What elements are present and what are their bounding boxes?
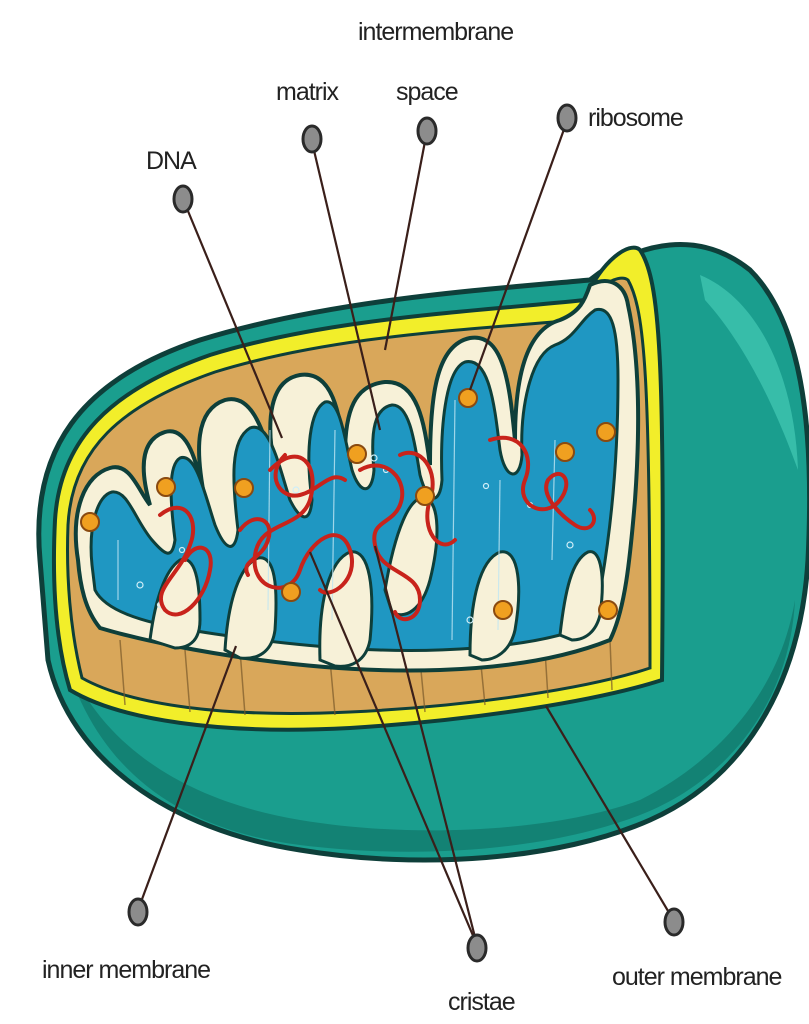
label-dna: DNA	[146, 147, 197, 175]
label-inner-membrane: inner membrane	[42, 956, 210, 984]
label-intermembrane-line2: space	[396, 78, 458, 106]
ribosome-dot	[459, 389, 477, 407]
pin-inner-membrane	[129, 899, 147, 925]
pin-outer-membrane	[665, 909, 683, 935]
ribosome-dot	[599, 601, 617, 619]
ribosome-dot	[235, 479, 253, 497]
ribosome-dot	[556, 443, 574, 461]
ribosome-dot	[282, 583, 300, 601]
ribosome-dot	[81, 513, 99, 531]
ribosome-dot	[416, 487, 434, 505]
pin-intermembrane	[418, 118, 436, 144]
label-outer-membrane: outer membrane	[612, 963, 782, 991]
pin-matrix	[303, 126, 321, 152]
label-matrix: matrix	[276, 78, 340, 106]
pin-dna	[174, 186, 192, 212]
pin-cristae	[468, 935, 486, 961]
label-cristae: cristae	[448, 988, 515, 1016]
ribosome-dot	[157, 478, 175, 496]
label-ribosome: ribosome	[588, 104, 683, 132]
label-intermembrane-line1: intermembrane	[358, 18, 513, 46]
ribosome-dot	[348, 445, 366, 463]
ribosome-dot	[494, 601, 512, 619]
ribosome-dot	[597, 423, 615, 441]
pin-ribosome	[558, 105, 576, 131]
